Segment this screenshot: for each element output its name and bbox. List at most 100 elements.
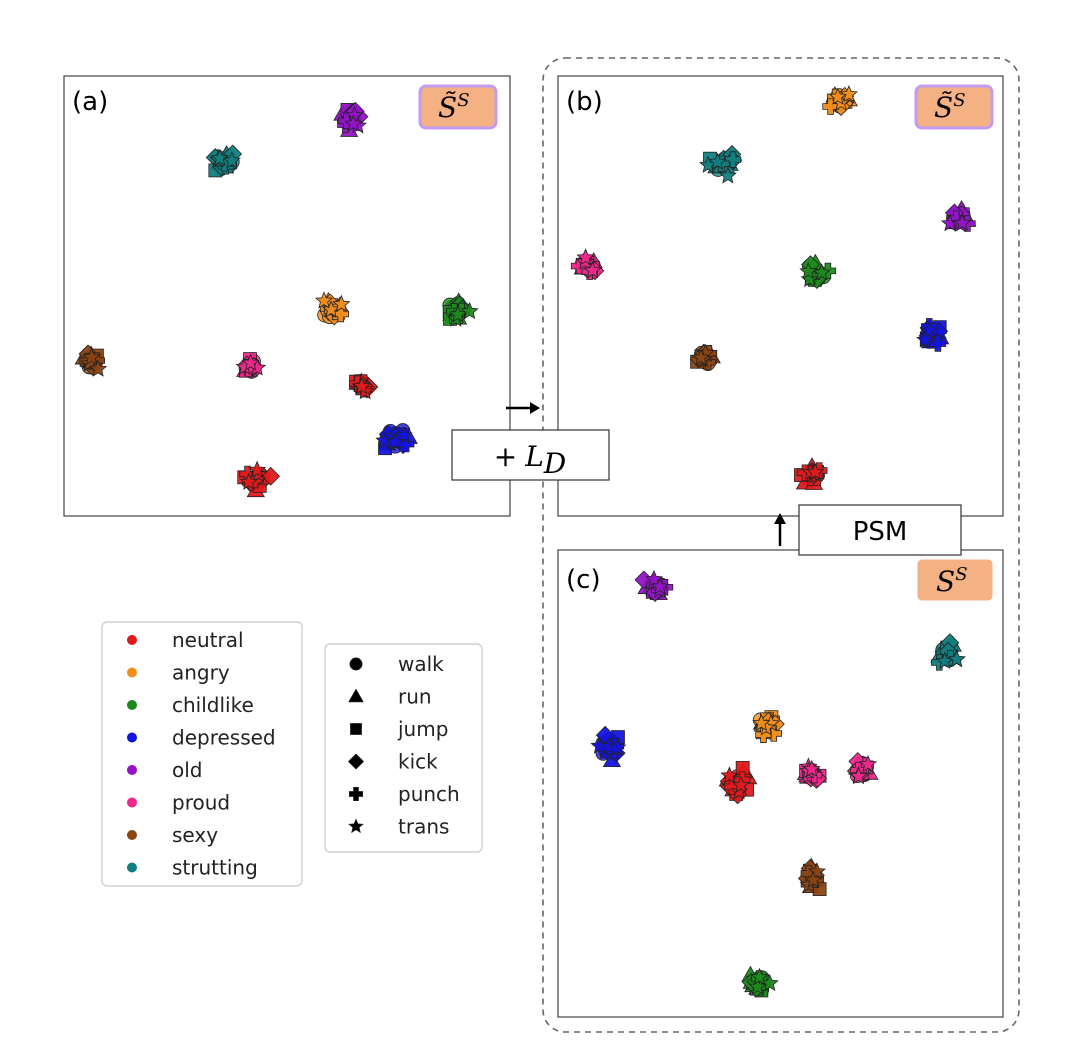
legend-actions: walk run jump kick punch trans [324,643,483,853]
point-b-proud-trans [576,248,595,266]
legend-label-run: run [398,685,432,709]
badge-a-sup: S [457,90,469,111]
point-c-proud-trans [859,754,878,773]
point-c-old-trans [645,569,664,588]
point-a-sexy-trans [82,347,101,366]
panel-b-label: (b) [566,87,603,117]
point-c-old-trans [650,577,670,595]
legend-swatch-depressed [127,732,137,743]
point-a-old-trans [344,114,363,132]
legend-marker-run [348,688,364,703]
panel-a-points [74,101,479,498]
badge-a: S̃S [418,84,498,130]
legend-label-old: old [172,758,203,782]
svg-text:S̃S: S̃S [934,90,966,124]
point-a-proud-trans [241,353,260,371]
legend-marker-jump [350,723,362,735]
legend-label-neutral: neutral [172,628,244,652]
point-b-angry-trans [828,87,847,105]
panel-c-points [590,569,966,998]
point-b-strutting-trans [718,166,737,184]
point-b-old-trans [953,213,972,231]
point-b-childlike-trans [812,263,831,281]
legend-swatch-strutting [127,862,137,873]
arrow-a-to-b [506,402,540,414]
loss-box: +LD [451,429,610,481]
badge-c: SS [917,559,993,601]
loss-sub: D [543,447,566,480]
panel-a-frame [63,75,511,517]
point-a-neutral-trans [248,460,267,478]
svg-text:+LD: +LD [494,440,567,480]
point-a-childlike-trans [460,301,479,320]
point-a-neutral-trans [239,472,258,490]
legend-label-trans: trans [398,815,449,839]
panel-c-label: (c) [566,565,601,595]
panel-b-frame [557,75,1004,517]
legend-label-walk: walk [398,652,444,676]
badge-b: S̃S [914,84,994,130]
legend-label-angry: angry [172,661,230,685]
point-c-proud-trans [802,759,821,777]
point-a-depressed-trans [386,432,405,450]
point-a-strutting-trans [222,151,241,169]
legend-styles: neutral angry childlike depressed old proud se… [101,621,303,887]
point-b-strutting-punch [724,151,742,168]
arrow-c-to-b [774,513,786,546]
point-a-childlike-trans [449,305,468,323]
legend-swatch-neutral [127,635,137,645]
badge-c-sup: S [955,564,967,585]
svg-text:SS: SS [936,564,968,598]
legend-label-kick: kick [398,750,438,774]
badge-a-base: S̃ [438,91,457,124]
point-c-proud-trans [849,767,868,785]
legend-label-proud: proud [172,791,230,815]
point-a-sexy-trans [89,359,108,377]
svg-text:S̃S: S̃S [438,90,470,124]
point-b-sexy-trans [691,348,710,366]
badge-b-sup: S [953,90,965,111]
legend-marker-punch [348,787,364,801]
badge-c-base: S [936,565,955,598]
legend-swatch-sexy [127,830,137,840]
psm-label: PSM [853,517,908,547]
point-a-angry-trans [315,291,334,309]
loss-plus: + [494,440,517,473]
point-c-strutting-trans [947,649,966,668]
badge-b-base: S̃ [934,91,953,124]
panel-b-points [570,84,977,490]
legend-swatch-proud [127,797,137,808]
point-b-depressed-trans [916,330,935,348]
panel-a-label: (a) [72,87,108,117]
legend-label-depressed: depressed [172,726,276,750]
point-b-neutral-trans [806,462,825,480]
legend-label-sexy: sexy [172,823,218,847]
point-c-angry-trans [752,713,771,732]
legend-marker-trans [348,818,364,834]
point-a-angry-trans [332,294,351,312]
point-b-strutting-trans [708,152,727,170]
legend-label-childlike: childlike [172,693,254,717]
point-c-depressed-trans [608,738,627,756]
legend-label-strutting: strutting [172,856,258,880]
point-c-sexy-trans [804,870,823,888]
point-c-neutral-trans [720,766,739,784]
legend-marker-walk [349,657,363,671]
loss-L: L [524,440,544,473]
point-c-childlike-trans [750,967,769,985]
point-a-neutral-trans [352,377,371,395]
psm-box: PSM [798,504,962,556]
point-a-strutting-trans [210,148,229,167]
legend-label-punch: punch [398,782,460,806]
point-b-angry-trans [839,84,858,103]
point-a-depressed-trans [375,431,394,449]
legend-swatch-angry [127,667,137,678]
legend-label-jump: jump [397,717,448,741]
point-b-proud-trans [583,261,602,279]
legend-swatch-childlike [127,700,137,710]
point-c-childlike-trans [748,977,767,995]
panel-c-frame [557,549,1004,1018]
point-c-neutral-trans [731,775,750,793]
legend-swatch-old [127,765,137,775]
